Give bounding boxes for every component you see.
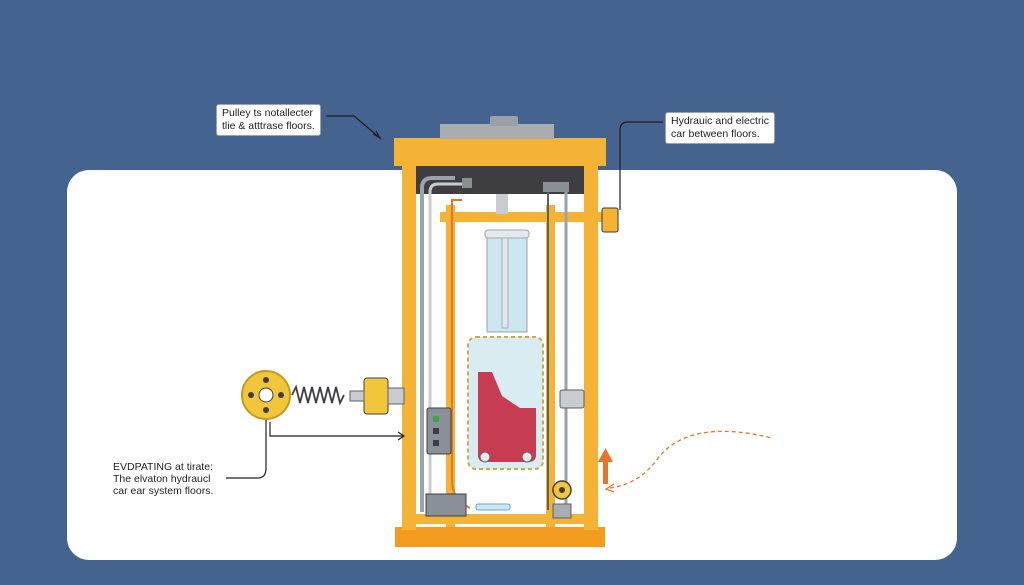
label-pulley-line1: Pulley ts notallecter <box>222 107 314 119</box>
piston-rod <box>501 237 509 329</box>
label-evdpating: EVDPATING at tirate: The elvaton hydrauc… <box>113 461 213 497</box>
control-light-3 <box>433 440 439 446</box>
label-evdpating-line3: car ear system floors. <box>113 485 214 497</box>
frame-rail-right-inner <box>546 205 555 527</box>
pipe-left-inner <box>428 182 462 512</box>
right-clamp <box>559 389 585 409</box>
valve-base <box>552 503 572 519</box>
frame-bottom-bar <box>402 514 598 524</box>
frame-rail-left-inner <box>446 205 455 527</box>
gear-bolt-left <box>248 392 254 398</box>
tank-bolt-right <box>521 451 533 463</box>
top-beam <box>394 138 606 166</box>
spring <box>291 384 345 406</box>
cylinder-cap <box>484 229 530 239</box>
base-plate <box>395 527 605 547</box>
tank-bolt-left <box>479 451 491 463</box>
gear-bolt-bottom <box>263 407 269 413</box>
bottom-tray <box>475 503 511 511</box>
dashed-arrow-head <box>604 483 615 493</box>
pulley-cap <box>490 116 518 126</box>
label-pulley-line2: tlie & atttrase floors. <box>222 120 315 132</box>
pump-block <box>425 493 467 517</box>
up-arrow-icon <box>598 448 613 484</box>
leader-hydraulic <box>619 121 663 210</box>
frame-post-right <box>584 150 598 530</box>
label-hydraulic-line1: Hydrauic and electric <box>671 115 770 127</box>
gear-hub <box>258 387 274 403</box>
hydraulic-fluid <box>478 372 536 462</box>
leader-pulley-arrow <box>372 130 382 140</box>
label-hydraulic: Hydrauic and electric car between floors… <box>665 112 776 144</box>
label-evdpating-line2: The elvaton hydraucl <box>113 473 211 485</box>
motor-connector <box>387 387 405 405</box>
piston-rod-top <box>496 194 508 214</box>
label-pulley: Pulley ts notallecter tlie & atttrase fl… <box>216 104 321 136</box>
leader-gear-arrow <box>397 431 406 441</box>
motor-housing <box>363 377 389 415</box>
leader-pulley <box>326 115 381 139</box>
pipe-right-connector <box>543 182 569 192</box>
pulley-housing <box>440 124 554 139</box>
pipe-left-outer <box>420 176 455 512</box>
gear-bolt-right <box>278 392 284 398</box>
crossbar <box>440 212 610 222</box>
label-hydraulic-line2: car between floors. <box>671 128 760 140</box>
control-light-2 <box>433 428 439 434</box>
frame-post-left <box>402 150 416 530</box>
leader-evdpating <box>226 420 267 479</box>
pipe-left-connector <box>462 178 472 188</box>
control-light-1 <box>433 416 439 422</box>
crossbar-end <box>601 207 619 233</box>
leader-gear-box <box>269 422 404 437</box>
gear-bolt-top <box>263 377 269 383</box>
label-evdpating-line1: EVDPATING at tirate: <box>113 461 213 473</box>
valve-hub <box>559 487 565 493</box>
drive-shaft <box>349 390 365 402</box>
dashed-motion-path <box>609 430 773 489</box>
